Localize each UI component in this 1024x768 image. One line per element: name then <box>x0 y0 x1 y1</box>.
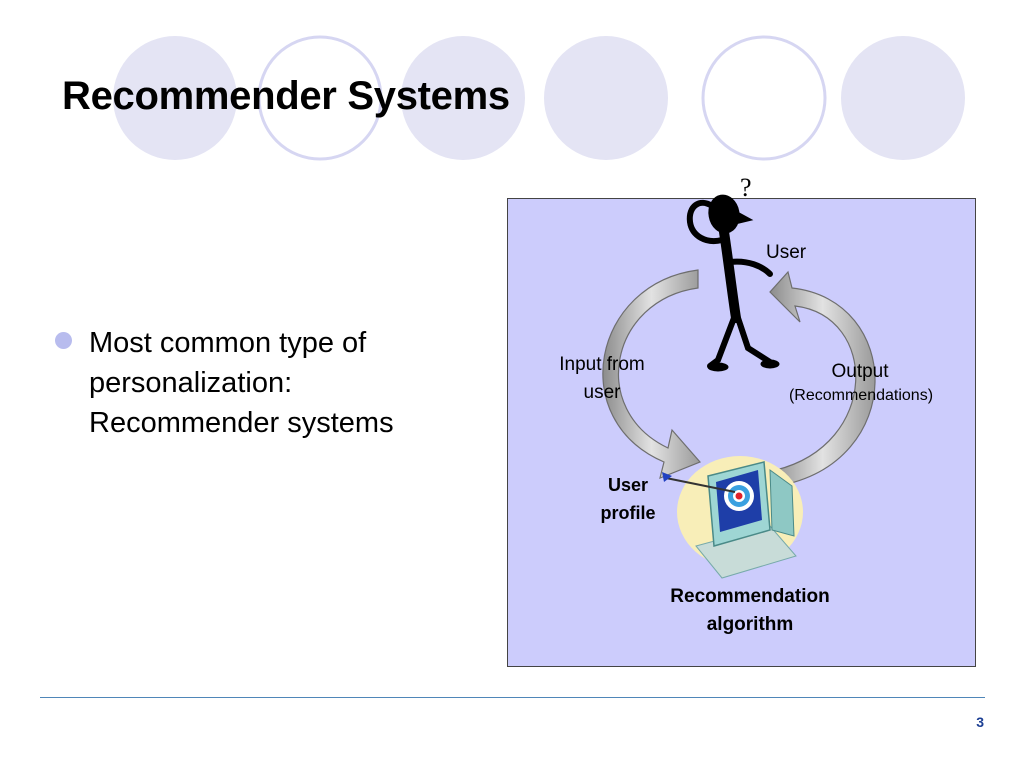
input-label-line: user <box>583 382 621 403</box>
deco-circle <box>257 35 383 161</box>
computer-target-icon <box>662 456 803 579</box>
bullet-text: Most common type of personalization: Rec… <box>89 323 489 443</box>
input-label: Input from user <box>540 351 664 407</box>
user-figure-icon <box>686 194 780 372</box>
recommendation-algorithm-label: Recommendation algorithm <box>640 583 860 639</box>
recommender-diagram <box>507 198 976 667</box>
output-sublabel: (Recommendations) <box>788 387 934 404</box>
algorithm-label-line: algorithm <box>706 614 794 635</box>
user-profile-label: User profile <box>586 471 670 527</box>
bullet-point-icon <box>55 332 72 349</box>
output-arrow-icon <box>769 270 876 487</box>
user-profile-label-line: User <box>607 475 649 495</box>
slide-title: Recommender Systems <box>62 74 510 118</box>
deco-circle <box>544 36 668 160</box>
bullet-line: personalization: <box>89 367 293 399</box>
footer-divider <box>40 697 985 698</box>
input-label-line: Input from <box>559 354 645 375</box>
bullet-line: Most common type of <box>89 327 367 359</box>
algorithm-label-line: Recommendation <box>670 586 830 607</box>
user-label: User <box>766 242 807 263</box>
deco-circle <box>113 36 237 160</box>
deco-circle <box>701 35 827 161</box>
input-arrow-icon <box>602 269 702 479</box>
page-number: 3 <box>976 714 984 730</box>
output-label: Output <box>831 361 889 382</box>
deco-circle <box>401 36 525 160</box>
bullet-line: Recommender systems <box>89 407 394 439</box>
user-profile-label-line: profile <box>600 503 656 523</box>
deco-circle <box>841 36 965 160</box>
header-circles <box>113 35 965 161</box>
question-mark: ? <box>740 173 752 202</box>
